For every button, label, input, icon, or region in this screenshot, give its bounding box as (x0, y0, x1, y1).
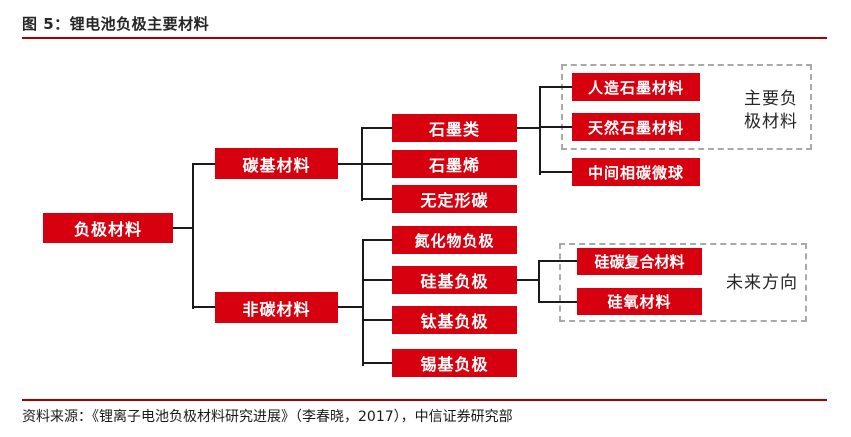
figure-title: 图 5：锂电池负极主要材料 (22, 15, 210, 33)
connector-line (192, 163, 215, 165)
connector-line (173, 227, 193, 229)
node-tin-anode: 锡基负极 (392, 349, 517, 377)
node-nitride-anode: 氮化物负极 (392, 226, 517, 254)
group-main-anode-materials (561, 64, 812, 150)
connector-line (362, 362, 392, 364)
connector-line (538, 260, 577, 262)
node-graphite-class: 石墨类 (392, 114, 517, 142)
node-artificial-graphite: 人造石墨材料 (572, 73, 700, 101)
title-rule (22, 37, 827, 39)
node-silicon-oxygen: 硅氧材料 (577, 288, 702, 315)
connector-line (192, 163, 194, 309)
connector-line (362, 239, 392, 241)
source-note: 资料来源：《锂离子电池负极材料研究进展》（李春晓，2017），中信证券研究部 (22, 409, 513, 425)
node-anode-materials: 负极材料 (43, 213, 173, 243)
footer-rule (22, 399, 827, 401)
connector-line (538, 301, 577, 303)
node-silicon-carbon-composite: 硅碳复合材料 (577, 248, 702, 275)
group-label-main-anode: 主要负极材料 (744, 89, 798, 132)
node-amorphous-carbon: 无定形碳 (392, 185, 517, 213)
node-graphene: 石墨烯 (392, 150, 517, 178)
connector-line (539, 126, 572, 128)
connector-line (362, 239, 364, 366)
connector-line (192, 306, 215, 308)
connector-line (338, 306, 363, 308)
group-future-direction (559, 243, 807, 322)
connector-line (517, 279, 539, 281)
connector-line (539, 86, 572, 88)
group-label-future: 未来方向 (726, 273, 798, 293)
node-natural-graphite: 天然石墨材料 (572, 113, 700, 141)
node-titanium-anode: 钛基负极 (392, 306, 517, 334)
connector-line (361, 163, 392, 165)
connector-line (361, 198, 392, 200)
connector-line (538, 260, 540, 303)
node-non-carbon: 非碳材料 (215, 292, 338, 323)
connector-line (361, 127, 392, 129)
connector-line (362, 319, 392, 321)
node-mesocarbon-microbeads: 中间相碳微球 (572, 158, 700, 186)
connector-line (362, 279, 392, 281)
node-carbon-based: 碳基材料 (215, 148, 338, 179)
node-silicon-anode: 硅基负极 (392, 266, 517, 294)
connector-line (338, 163, 362, 165)
connector-line (539, 171, 572, 173)
connector-line (539, 86, 541, 175)
connector-line (517, 127, 540, 129)
